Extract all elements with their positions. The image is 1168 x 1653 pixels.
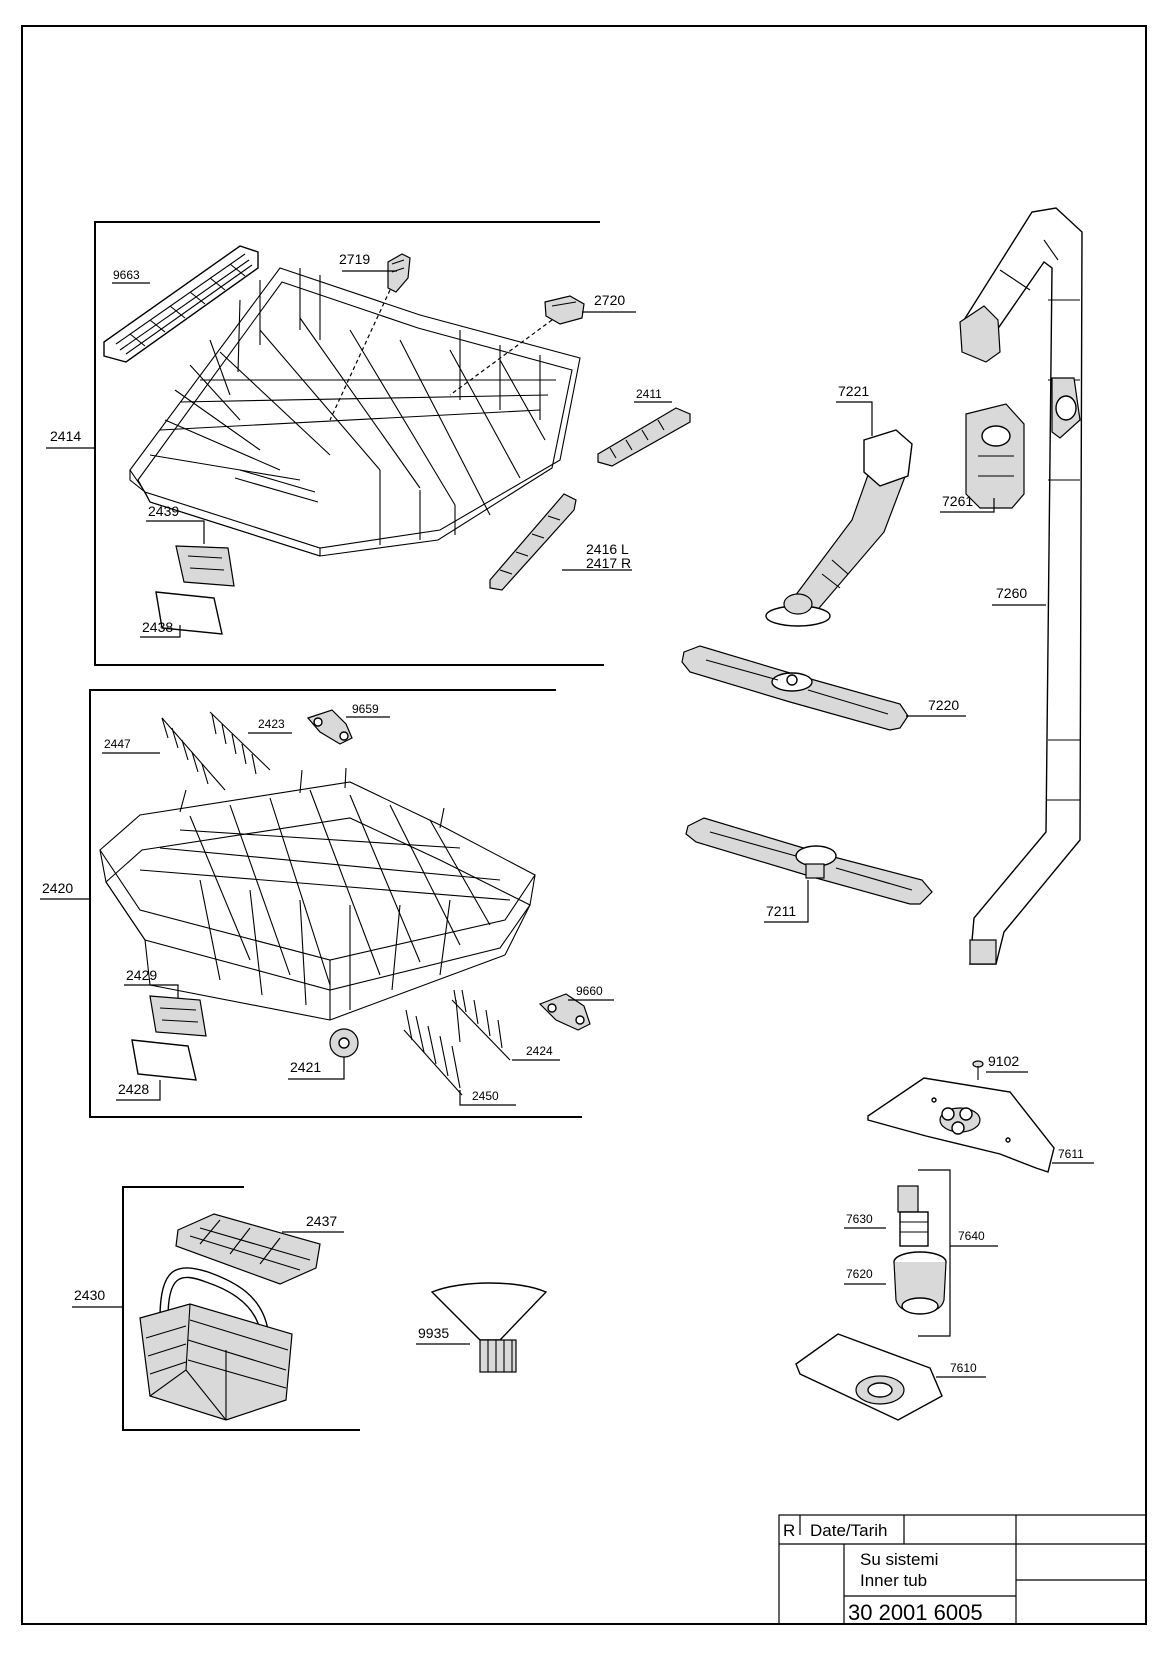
- label-9663: 9663: [113, 268, 140, 282]
- label-7221: 7221: [838, 383, 869, 399]
- rack-handle-2439: [175, 545, 235, 587]
- screw-9102: [972, 1060, 984, 1080]
- label-2428: 2428: [118, 1081, 149, 1097]
- cutlery-basket-bracket: [122, 1186, 360, 1431]
- label-2423: 2423: [258, 717, 285, 731]
- label-2416: 2416 L: [586, 541, 629, 557]
- basket-wheel-2421: [329, 1028, 359, 1058]
- label-9660: 9660: [576, 984, 603, 998]
- tine-row-2423: [209, 711, 271, 775]
- label-7261: 7261: [942, 493, 973, 509]
- label-7611: 7611: [1058, 1147, 1084, 1161]
- label-2430: 2430: [74, 1287, 105, 1303]
- rack-handle-2429: [149, 995, 207, 1037]
- label-2414: 2414: [50, 428, 81, 444]
- label-7630: 7630: [846, 1212, 873, 1226]
- title-block-title-en: Inner tub: [860, 1571, 927, 1590]
- upper-spray-pipe-7221: [765, 429, 913, 627]
- label-2720: 2720: [594, 292, 625, 308]
- label-9102: 9102: [988, 1053, 1019, 1069]
- label-2719: 2719: [339, 251, 370, 267]
- wheel-bracket-9660: [538, 993, 591, 1031]
- title-block-date-label: Date/Tarih: [810, 1521, 887, 1540]
- drawing-border: [21, 25, 1147, 1625]
- label-7610: 7610: [950, 1361, 977, 1375]
- label-7220: 7220: [928, 697, 959, 713]
- lower-basket: [99, 767, 536, 1021]
- cutlery-basket-2430: [139, 1267, 293, 1421]
- spray-system-group: 7221 7220 7211: [681, 207, 1083, 965]
- upper-basket-bracket: [94, 221, 604, 666]
- upper-basket-group: 2414 9663: [46, 221, 691, 666]
- title-block: R Date/Tarih Su sistemi Inner tub 30 200…: [778, 1514, 1147, 1625]
- title-block-drawing-number: 30 2001 6005: [848, 1600, 983, 1625]
- label-2438: 2438: [142, 619, 173, 635]
- label-7640: 7640: [958, 1229, 985, 1243]
- rack-clip-2720: [544, 295, 585, 325]
- wheel-bracket-9659: [306, 709, 353, 745]
- rack-handle-cover-2438: [155, 591, 223, 635]
- rail-bracket-2411: [597, 407, 691, 467]
- pipe-connector-7261: [965, 403, 1025, 509]
- water-pipe-7260: [959, 207, 1083, 965]
- cup-shelf-9663: [103, 245, 259, 363]
- salt-funnel-9935: [430, 1282, 548, 1373]
- label-2450: 2450: [472, 1089, 499, 1103]
- micro-filter-7630: [897, 1185, 929, 1247]
- side-rail-2416-2417: [489, 493, 577, 591]
- label-2424: 2424: [526, 1044, 553, 1058]
- lower-basket-group: 2420 2447 2423 9659: [40, 689, 614, 1118]
- flat-filter-7610: [795, 1333, 943, 1421]
- tine-rack-2424: [451, 989, 511, 1061]
- upper-basket: [129, 267, 581, 557]
- label-2420: 2420: [42, 880, 73, 896]
- title-block-rev-label: R: [783, 1521, 795, 1540]
- label-2421: 2421: [290, 1059, 321, 1075]
- tine-row-2447: [161, 717, 226, 791]
- lower-basket-bracket: [89, 689, 582, 1118]
- cutlery-lid-2437: [175, 1213, 321, 1285]
- coarse-filter-7620: [893, 1251, 947, 1315]
- label-2437: 2437: [306, 1213, 337, 1229]
- label-2439: 2439: [148, 503, 179, 519]
- rack-clip-2719: [387, 253, 411, 293]
- upper-spray-arm-7220: [681, 645, 909, 731]
- label-2447: 2447: [104, 737, 131, 751]
- tine-rack-2450: [403, 1009, 463, 1096]
- lower-spray-arm-7211: [685, 817, 933, 905]
- filter-group: 9102 7611 7640 7630: [795, 1053, 1094, 1421]
- title-block-title-tr: Su sistemi: [860, 1550, 938, 1569]
- label-7620: 7620: [846, 1267, 873, 1281]
- rack-handle-cover-2428: [131, 1039, 197, 1081]
- label-7260: 7260: [996, 585, 1027, 601]
- cutlery-basket-group: 2430 2437: [72, 1186, 548, 1431]
- label-2411: 2411: [636, 387, 662, 401]
- label-2429: 2429: [126, 967, 157, 983]
- filter-plate-7611: [867, 1077, 1055, 1173]
- label-9659: 9659: [352, 702, 379, 716]
- label-9935: 9935: [418, 1325, 449, 1341]
- label-2417: 2417 R: [586, 555, 631, 571]
- label-7211: 7211: [766, 903, 796, 919]
